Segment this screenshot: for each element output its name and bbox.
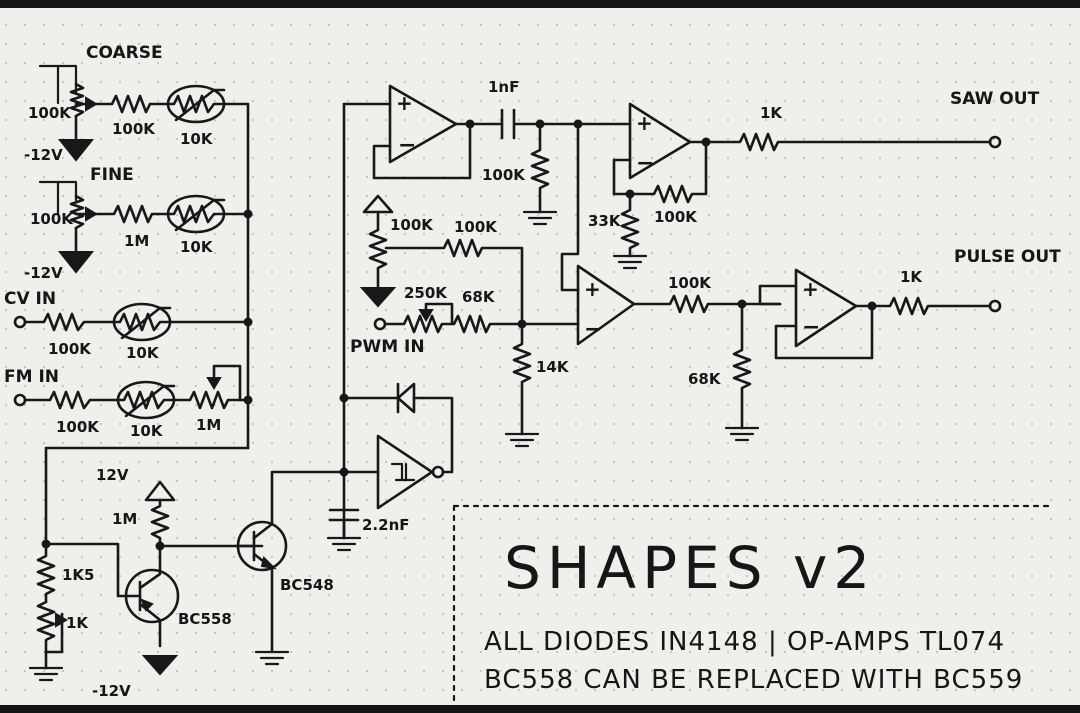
r-1k-saw-value: 1K [760,104,783,122]
saw-buffer-opamp [388,84,458,164]
timing-cap-value: 2.2nF [362,516,410,534]
coarse-resistor-value: 100K [112,120,156,138]
note-line-1: ALL DIODES IN4148 | OP-AMPS TL074 [484,627,1005,657]
gain-minus: − [636,151,654,176]
pwm-in-label: PWM IN [350,337,425,357]
pulse-plus: + [802,277,819,301]
pulse-buffer-opamp [794,268,858,348]
r-68k-pwm-value: 68K [462,288,496,306]
fm-pot-value: 1M [196,416,221,434]
cv-thermistor-value: 10K [126,344,160,362]
coarse-label: COARSE [86,43,163,63]
r-100k-pwm-in-value: 100K [454,218,498,236]
fine-neg-rail: -12V [24,264,63,282]
fm-in-label: FM IN [4,367,59,387]
coarse-pot-value: 100K [28,104,72,122]
saw-out-jack[interactable] [988,135,1002,149]
pulse-out-jack[interactable] [988,299,1002,313]
fine-pot-value: 100K [30,210,74,228]
pnp-label: BC558 [178,610,232,628]
buffer-minus: − [398,133,416,158]
saw-gain-opamp [628,102,692,180]
expo-converter: 1K5 1K 12V 1M BC558 -12V BC548 [28,446,346,700]
fm-thermistor-value: 10K [130,422,164,440]
r-100k-fb-value: 100K [654,208,698,226]
r-1k5-value: 1K5 [62,566,95,584]
pulse-out-label: PULSE OUT [954,247,1061,267]
note-line-2: BC558 CAN BE REPLACED WITH BC559 [484,665,1023,695]
r-100k-diff-value: 100K [482,166,526,184]
r-100k-pulse-value: 100K [668,274,712,292]
fine-tune-section: FINE 100K 1M 10K -12V [24,165,253,282]
cv-input-section: CV IN 100K 10K [4,289,253,362]
comp-minus: − [584,317,602,342]
r-1k-trim-value: 1K [66,614,89,632]
cv-resistor-value: 100K [48,340,92,358]
fine-thermistor-value: 10K [180,238,214,256]
fine-resistor-value: 1M [124,232,149,250]
neg-rail-transistor: -12V [92,682,131,700]
cv-in-label: CV IN [4,289,56,309]
saw-out-label: SAW OUT [950,89,1040,109]
buffer-plus: + [396,91,413,115]
coarse-neg-rail: -12V [24,146,63,164]
coarse-thermistor-value: 10K [180,130,214,148]
fm-resistor-value: 100K [56,418,100,436]
r-14k-value: 14K [536,358,570,376]
pulse-output-stage: + − 100K 100K 250K 68K PWM IN 14K 100K 6… [350,122,1061,448]
r-33k-value: 33K [588,212,622,230]
gain-plus: + [636,111,653,135]
pulse-minus: − [802,315,820,340]
r-100k-pwm-div-value: 100K [390,216,434,234]
pwm-comparator [576,264,636,346]
cap-1nf-value: 1nF [488,78,519,96]
title-block: SHAPES v2 ALL DIODES IN4148 | OP-AMPS TL… [452,504,1054,702]
pullup-value: 1M [112,510,137,528]
r-68k-pulse-value: 68K [688,370,722,388]
pos-rail-label: 12V [96,466,129,484]
fine-label: FINE [90,165,134,185]
coarse-tune-section: COARSE 100K 100K 10K -12V [24,43,250,450]
oscillator-core: 2.2nF [326,102,454,552]
pot-250k-value: 250K [404,284,448,302]
npn-label: BC548 [280,576,334,594]
comp-plus: + [584,277,601,301]
saw-output-stage: + − 1nF 100K + − 33K 100K 1K SAW OUT [342,78,1040,270]
schematic-title: SHAPES v2 [504,534,876,602]
fm-input-section: FM IN 100K 10K 1M [4,364,253,440]
r-1k-pulse-value: 1K [900,268,923,286]
